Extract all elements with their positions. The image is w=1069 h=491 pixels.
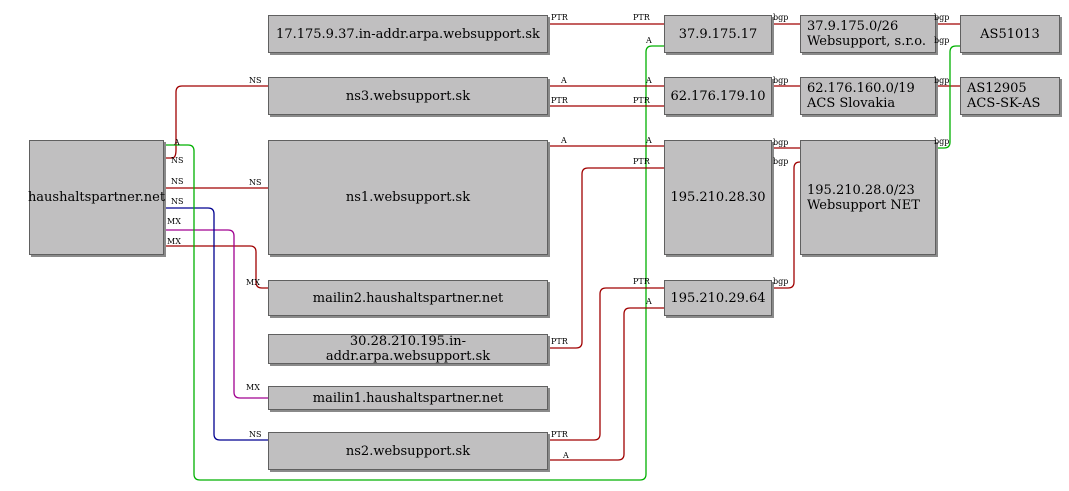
net-prefix: 37.9.175.0/26 (807, 19, 899, 34)
node-label: ns2.websupport.sk (345, 443, 471, 459)
edge-label: bgp (773, 157, 789, 166)
node-label: 195.210.29.64 (670, 290, 766, 306)
edge-ns-ns3 (164, 85, 268, 159)
edge-ns-ns2 (164, 207, 268, 441)
as-name: ACS-SK-AS (967, 96, 1041, 111)
edge-a-37 (164, 45, 664, 481)
edge-label: NS (249, 76, 262, 85)
net-owner: Websupport, s.r.o. (807, 34, 926, 49)
node-ip-195-30[interactable]: 195.210.28.30 (664, 140, 772, 255)
edge-label: bgp (934, 76, 950, 85)
edge-label: A (561, 76, 567, 85)
edge-label: bgp (934, 137, 950, 146)
edge-mx-mailin2 (164, 245, 268, 289)
node-label: ns3.websupport.sk (345, 88, 471, 104)
edge-label: PTR (551, 430, 568, 439)
node-ip-62[interactable]: 62.176.179.10 (664, 77, 772, 115)
edge-label: A (174, 138, 180, 147)
node-ns2[interactable]: ns2.websupport.sk (268, 432, 548, 470)
edge-label: MX (246, 278, 260, 287)
edge-label: PTR (633, 277, 650, 286)
node-ns3[interactable]: ns3.websupport.sk (268, 77, 548, 115)
node-label: mailin2.haushaltspartner.net (312, 290, 504, 306)
node-ip-37[interactable]: 37.9.175.17 (664, 15, 772, 53)
node-haushaltspartner[interactable]: haushaltspartner.net (27, 140, 166, 255)
node-label: 17.175.9.37.in-addr.arpa.websupport.sk (276, 26, 540, 42)
net-prefix: 195.210.28.0/23 (807, 182, 915, 198)
node-label: 37.9.175.17 (678, 26, 758, 42)
net-prefix: 62.176.160.0/19 (807, 81, 915, 96)
edge-label: PTR (633, 157, 650, 166)
edge-label: bgp (773, 13, 789, 22)
edge-label: PTR (551, 13, 568, 22)
edge-label: NS (171, 177, 184, 186)
node-mailin1[interactable]: mailin1.haushaltspartner.net (268, 386, 548, 410)
edge-label: bgp (773, 76, 789, 85)
edge-label: bgp (934, 13, 950, 22)
node-ptr-30[interactable]: 30.28.210.195.in-addr.arpa.websupport.sk (268, 334, 548, 364)
node-label: ns1.websupport.sk (345, 190, 471, 205)
node-label: mailin1.haushaltspartner.net (312, 390, 504, 406)
node-ptr-37[interactable]: 17.175.9.37.in-addr.arpa.websupport.sk (268, 15, 548, 53)
edge-label: A (646, 136, 652, 145)
edge-label: bgp (934, 36, 950, 45)
edge-label: NS (249, 430, 262, 439)
edge-ns2-a (548, 307, 664, 461)
as-number: AS12905 (967, 81, 1027, 96)
edge-label: NS (249, 178, 262, 187)
edge-ptr-30 (548, 167, 664, 349)
edge-label: A (646, 297, 652, 306)
edge-mx-mailin1 (164, 229, 268, 399)
node-label: 30.28.210.195.in-addr.arpa.websupport.sk (325, 334, 491, 364)
net-owner: ACS Slovakia (807, 96, 896, 111)
net-owner: Websupport NET (807, 197, 920, 213)
edge-label: NS (171, 156, 184, 165)
edge-label: MX (167, 217, 181, 226)
node-mailin2[interactable]: mailin2.haushaltspartner.net (268, 280, 548, 316)
edge-label: MX (246, 383, 260, 392)
edge-label: A (563, 451, 569, 460)
edge-label: MX (167, 237, 181, 246)
node-ns1[interactable]: ns1.websupport.sk (268, 140, 548, 255)
edge-label: PTR (633, 13, 650, 22)
edge-ns2-ptr (548, 287, 664, 441)
node-label: AS51013 (980, 26, 1040, 42)
node-label: 195.210.28.30 (670, 190, 766, 205)
edge-label: A (646, 76, 652, 85)
node-label: 62.176.179.10 (670, 88, 766, 104)
edge-label: A (646, 36, 652, 45)
node-label: haushaltspartner.net (27, 190, 166, 205)
node-ip-195-64[interactable]: 195.210.29.64 (664, 280, 772, 316)
edge-label: bgp (773, 277, 789, 286)
edge-label: NS (171, 197, 184, 206)
edge-label: bgp (773, 138, 789, 147)
edge-bgp-64 (772, 161, 801, 289)
edge-label: A (561, 136, 567, 145)
edge-label: PTR (551, 337, 568, 346)
node-as51013[interactable]: AS51013 (960, 15, 1060, 53)
edge-bgp-net195-as (936, 45, 960, 149)
edge-label: PTR (633, 96, 650, 105)
edge-label: PTR (551, 96, 568, 105)
